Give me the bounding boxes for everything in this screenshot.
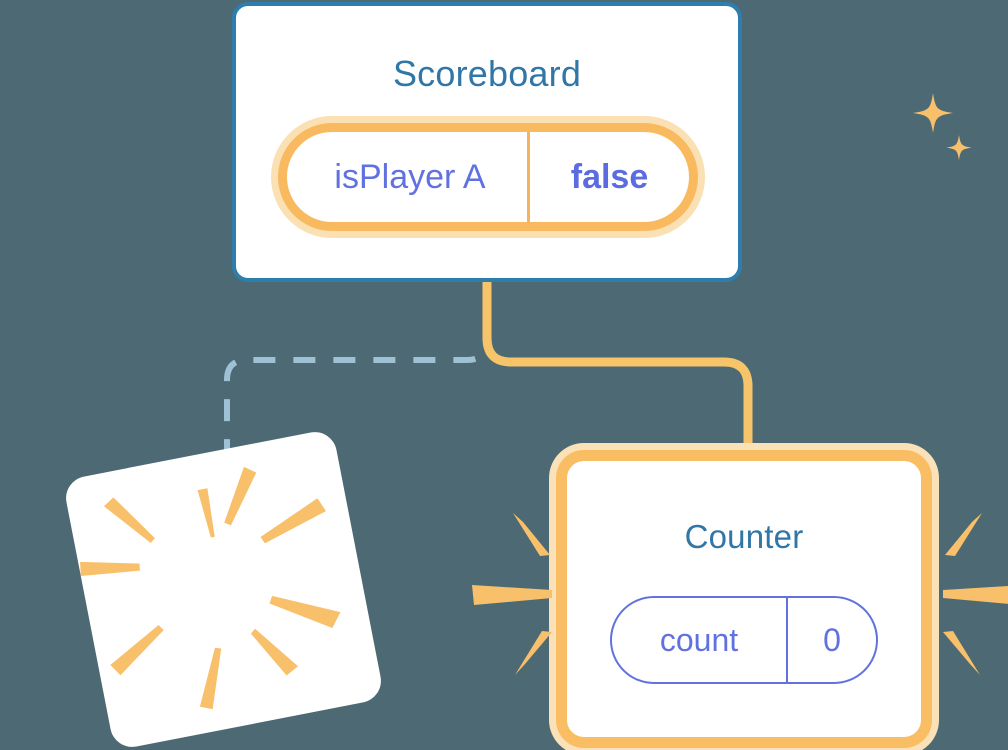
counter-state-pill[interactable]: count 0 (610, 596, 878, 684)
counter-ray (513, 513, 550, 556)
burst-ray-group (80, 466, 341, 710)
counter-ray (515, 631, 552, 675)
burst-ray (199, 647, 222, 710)
scoreboard-sparkle-group (913, 93, 972, 161)
counter-ray (943, 585, 1008, 604)
counter-rays-left-group (472, 513, 552, 675)
counter-ray (945, 513, 982, 556)
burst-ray (103, 497, 155, 544)
scoreboard-card[interactable]: Scoreboard isPlayer A false (232, 2, 972, 282)
counter-rays-right-group (943, 513, 1008, 675)
scoreboard-state-key: isPlayer A (287, 132, 530, 222)
scoreboard-state-pill[interactable]: isPlayer A false (278, 123, 698, 231)
sparkle-small-icon (946, 135, 972, 161)
scoreboard-title: Scoreboard (392, 53, 582, 94)
burst-ray (224, 466, 257, 526)
burst-ray (260, 498, 326, 544)
burst-ray (260, 498, 326, 544)
counter-ray (943, 631, 980, 675)
burst-ray (269, 595, 341, 628)
burst-ray (250, 628, 299, 676)
counter-state-key: count (612, 598, 788, 682)
counter-state-value: 0 (823, 621, 841, 658)
counter-card[interactable]: Counter count 0 (556, 450, 932, 748)
counter-ray (472, 585, 552, 605)
burst-card[interactable] (62, 428, 385, 750)
burst-ray (110, 625, 164, 676)
scoreboard-state-value: false (570, 157, 649, 196)
counter-title: Counter (684, 518, 804, 555)
connector-scoreboard-to-counter (482, 282, 753, 462)
sparkle-large-icon (913, 93, 953, 133)
burst-ray (197, 488, 215, 538)
burst-ray (80, 561, 140, 576)
